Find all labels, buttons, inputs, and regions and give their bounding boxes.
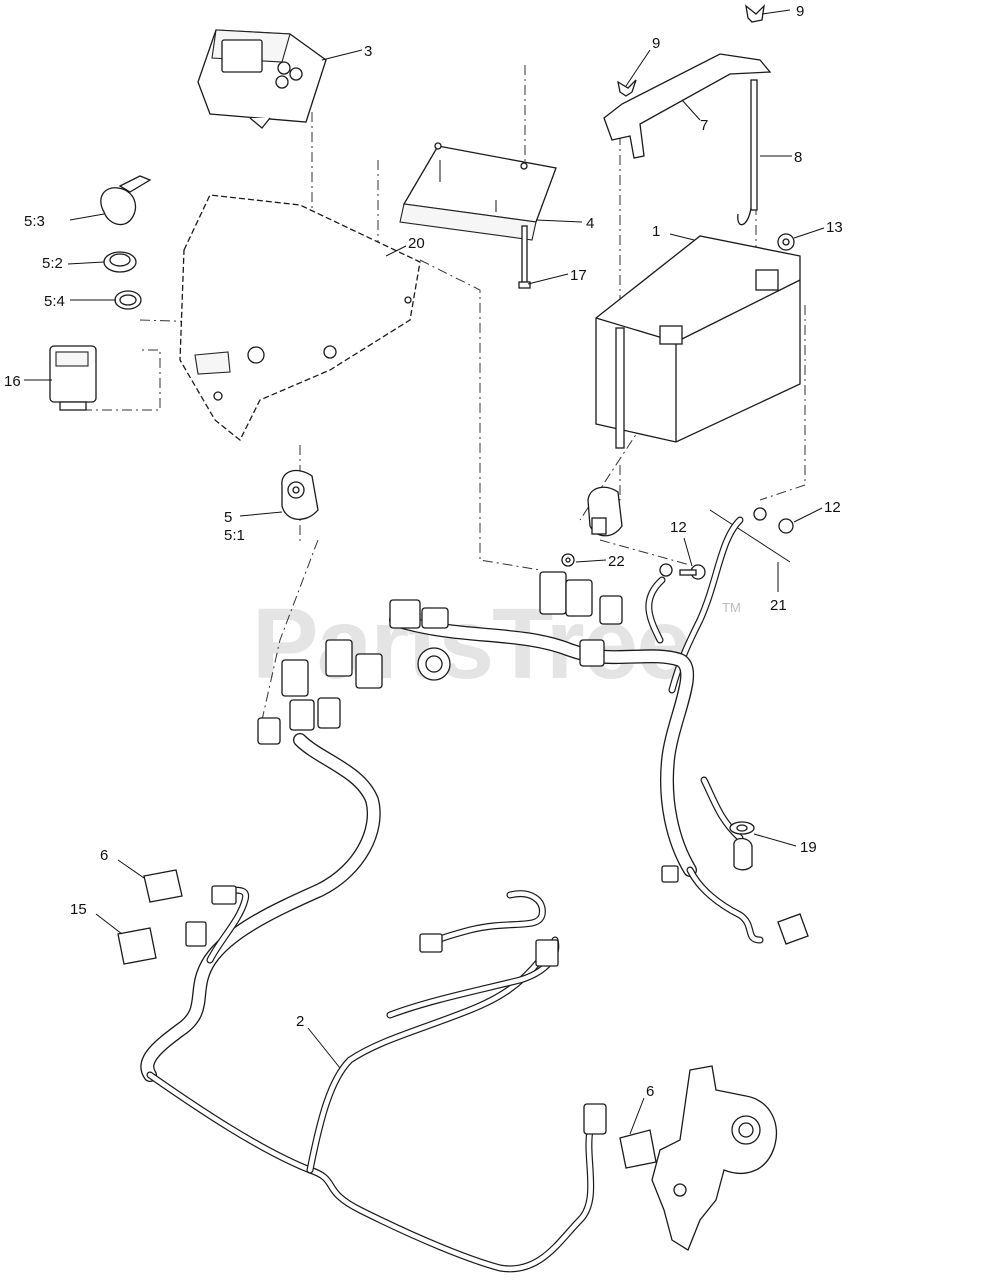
callout-5-3: 5:3 bbox=[24, 213, 45, 230]
callout-5-2: 5:2 bbox=[42, 255, 63, 272]
battery bbox=[595, 235, 801, 449]
callout-15: 15 bbox=[70, 901, 87, 918]
main-harness bbox=[140, 613, 764, 1273]
switch-16 bbox=[49, 345, 97, 411]
pedal-bracket bbox=[651, 1065, 778, 1251]
callout-5: 5 bbox=[224, 509, 232, 526]
callout-6-bottom: 6 bbox=[646, 1083, 654, 1100]
nut-13 bbox=[777, 233, 795, 251]
bolt-17 bbox=[518, 225, 531, 289]
wing-nut-left bbox=[617, 79, 637, 97]
bezel-nut bbox=[103, 251, 137, 273]
ignition-key bbox=[100, 175, 152, 226]
watermark-text: PartsTree bbox=[252, 588, 690, 700]
relay-15 bbox=[117, 921, 207, 965]
hold-down-bracket bbox=[603, 53, 772, 159]
callout-21: 21 bbox=[770, 597, 787, 614]
callout-6-top: 6 bbox=[100, 847, 108, 864]
callout-13: 13 bbox=[826, 219, 843, 236]
callout-9-left: 9 bbox=[652, 35, 660, 52]
bolt-12-left bbox=[679, 564, 706, 580]
callout-2: 2 bbox=[296, 1013, 304, 1030]
callout-4: 4 bbox=[586, 215, 594, 232]
callout-12-right: 12 bbox=[824, 499, 841, 516]
watermark-trademark: TM bbox=[722, 600, 741, 615]
j-bolt bbox=[737, 79, 758, 226]
nut-22 bbox=[561, 553, 575, 567]
bolt-12-right bbox=[778, 518, 794, 534]
callout-17: 17 bbox=[570, 267, 587, 284]
callouts: 3 4 17 20 5:3 5:2 5:4 16 5 5:1 1 9 9 7 8… bbox=[4, 3, 843, 1100]
washer-ring bbox=[114, 290, 142, 310]
ignition-switch bbox=[281, 469, 319, 520]
callout-5-1: 5:1 bbox=[224, 527, 245, 544]
display-module bbox=[197, 29, 327, 129]
relay-6-bottom bbox=[583, 1103, 657, 1169]
callout-7: 7 bbox=[700, 117, 708, 134]
harness-connectors bbox=[257, 571, 623, 745]
terminal-boot bbox=[587, 486, 623, 537]
callout-12-left: 12 bbox=[670, 519, 687, 536]
callout-9-right: 9 bbox=[796, 3, 804, 20]
callout-3: 3 bbox=[364, 43, 372, 60]
wing-nut-right bbox=[745, 4, 765, 23]
callout-5-4: 5:4 bbox=[44, 293, 65, 310]
dash-panel bbox=[179, 194, 421, 442]
callout-16: 16 bbox=[4, 373, 21, 390]
callout-20: 20 bbox=[408, 235, 425, 252]
mid-connectors bbox=[419, 933, 559, 967]
callout-19: 19 bbox=[800, 839, 817, 856]
grommet bbox=[729, 821, 755, 871]
right-connector bbox=[661, 865, 809, 945]
callout-8: 8 bbox=[794, 149, 802, 166]
cable-tie bbox=[709, 509, 791, 563]
controller-module bbox=[399, 142, 557, 241]
relay-6-top bbox=[143, 869, 237, 905]
callout-1: 1 bbox=[652, 223, 660, 240]
callout-22: 22 bbox=[608, 553, 625, 570]
leader-lines bbox=[24, 9, 825, 1135]
